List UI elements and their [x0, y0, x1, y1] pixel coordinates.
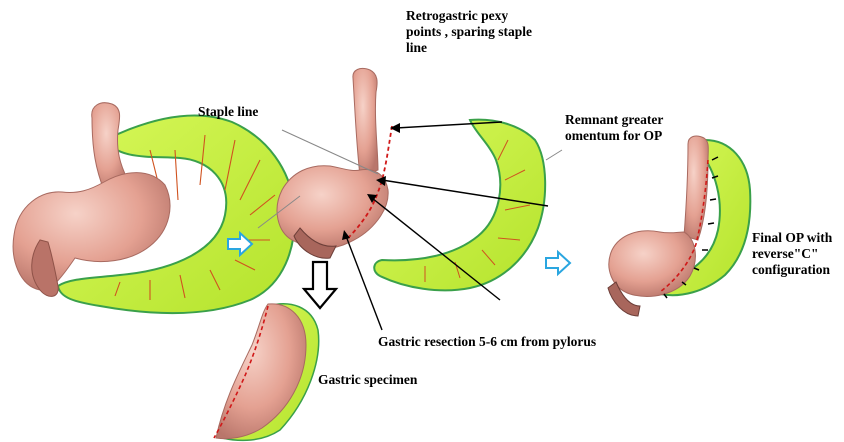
flow-arrow-right-icon [546, 252, 570, 274]
label-remnant-omentum: Remnant greater omentum for OP [565, 112, 705, 144]
final-op-figure [608, 136, 750, 316]
gastric-specimen-figure [214, 304, 319, 441]
esophagus-2 [353, 68, 378, 176]
label-final-op: Final OP with reverse"C" configuration [752, 230, 842, 278]
esophagus-3 [684, 136, 708, 240]
down-arrow-icon [304, 262, 336, 308]
resection-figure [277, 68, 545, 290]
label-gastric-resection: Gastric resection 5-6 cm from pylorus [378, 334, 596, 350]
specimen-stomach [216, 304, 306, 439]
remnant-omentum [374, 120, 545, 291]
label-retrogastric-pexy: Retrogastric pexy points , sparing stapl… [406, 8, 546, 56]
label-gastric-specimen: Gastric specimen [318, 372, 417, 388]
stomach-with-omentum-figure [13, 103, 294, 313]
label-staple-line: Staple line [198, 104, 258, 120]
